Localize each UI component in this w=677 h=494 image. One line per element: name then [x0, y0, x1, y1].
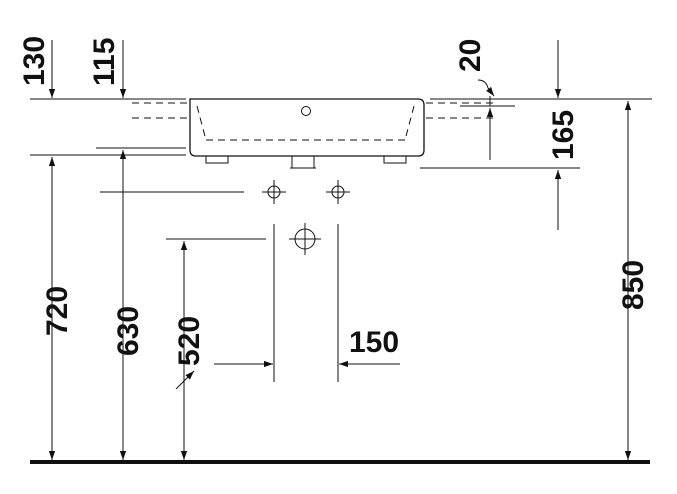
- basin-foot: [383, 155, 407, 164]
- dim-850-label: 850: [617, 260, 650, 310]
- dim-165-label: 165: [547, 110, 580, 160]
- washbasin: [132, 98, 498, 169]
- dim-130-label: 130: [18, 36, 51, 86]
- waste-outlet: [291, 155, 315, 169]
- dim-720-label: 720: [41, 286, 74, 336]
- basin-foot: [205, 155, 229, 164]
- dim-20-pointer: [477, 79, 495, 97]
- overflow-hole: [301, 106, 311, 116]
- dim-20-label: 20: [454, 39, 487, 72]
- dim-520-label: 520: [173, 316, 206, 366]
- dim-115-label: 115: [88, 38, 121, 86]
- dim-630-label: 630: [112, 306, 145, 356]
- dim-150-label: 150: [349, 326, 399, 359]
- dim-520-pointer: [175, 370, 195, 390]
- supply-connection-left: [262, 180, 286, 204]
- supply-connection-right: [326, 180, 350, 204]
- waste-connection: [289, 223, 321, 255]
